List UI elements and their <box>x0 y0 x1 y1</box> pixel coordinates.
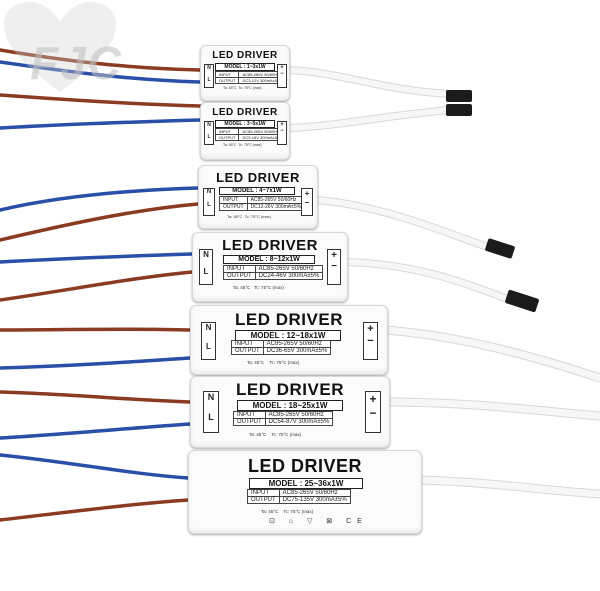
ta-value: Ta: 45°C <box>233 285 251 290</box>
input-label: INPUT <box>247 489 280 497</box>
driver-temps: Ta: 45°C Tc: 75°C (max) <box>247 360 299 365</box>
ta-value: Ta: 45°C <box>227 214 243 219</box>
output-label: OUTPUT <box>219 203 248 211</box>
ta-value: Ta: 45°C <box>223 143 237 147</box>
input-value: AC85-265V 50/60Hz <box>254 265 324 273</box>
driver-title: LED DRIVER <box>216 170 300 185</box>
connector-1 <box>446 90 472 102</box>
output-terminal: +− <box>277 121 287 145</box>
input-label: INPUT <box>231 340 264 348</box>
output-label: OUTPUT <box>214 77 240 84</box>
input-value: AC85-265V 50/60Hz <box>264 411 334 419</box>
input-wires <box>0 48 202 522</box>
input-label: INPUT <box>219 196 248 204</box>
connector-2 <box>446 104 472 116</box>
output-value: DC54-87V 300mA±5% <box>264 418 334 426</box>
output-label: OUTPUT <box>214 134 240 141</box>
input-value: AC85-265V 50/60Hz <box>262 340 332 348</box>
tc-value: Tc: 75°C (max) <box>283 509 314 514</box>
output-value: DC24-46V 300mA±5% <box>254 272 324 280</box>
driver-model: MODEL : 8~12x1W <box>223 255 315 264</box>
output-value: DC75-135V 300mA±5% <box>278 496 351 504</box>
driver-temps: Ta: 45°C Tc: 75°C (max) <box>249 432 301 437</box>
brand-watermark: FJC <box>0 0 140 110</box>
output-terminal: +− <box>327 249 341 285</box>
output-terminal: +− <box>277 64 287 88</box>
driver-temps: Ta: 45°C Tc: 75°C (max) <box>233 285 284 290</box>
driver-temps: Ta: 45°C Tc: 75°C (max) <box>223 86 262 90</box>
driver-temps: Ta: 45°C Tc: 75°C (max) <box>261 509 313 514</box>
ta-value: Ta: 45°C <box>223 86 237 90</box>
driver-temps: Ta: 45°C Tc: 75°C (max) <box>223 143 262 147</box>
driver-title: LED DRIVER <box>236 380 344 399</box>
certification-marks: ⊡ ⌂ ▽ ⊠ CE <box>269 518 368 525</box>
ta-value: Ta: 45°C <box>261 509 279 514</box>
driver-temps: Ta: 45°C Tc: 75°C (max) <box>227 214 271 219</box>
ta-value: Ta: 45°C <box>249 432 267 437</box>
tc-value: Tc: 75°C (max) <box>238 86 262 90</box>
input-label: INPUT <box>233 411 266 419</box>
driver-model: MODEL : 25~36x1W <box>249 478 363 489</box>
output-label: OUTPUT <box>233 418 266 426</box>
output-value: DC36-65V 300mA±5% <box>262 347 332 355</box>
tc-value: Tc: 75°C (max) <box>238 143 262 147</box>
driver-model: MODEL : 4~7x1W <box>219 187 295 195</box>
input-value: AC85-265V 50/60Hz <box>246 196 306 204</box>
output-terminal: +− <box>363 322 378 360</box>
driver-model: MODEL : 3~5x1W <box>215 120 275 128</box>
output-label: OUTPUT <box>231 347 264 355</box>
output-cables <box>284 66 600 499</box>
driver-title: LED DRIVER <box>222 237 318 254</box>
driver-title: LED DRIVER <box>247 456 362 476</box>
output-label: OUTPUT <box>247 496 280 504</box>
tc-value: Tc: 75°C (max) <box>254 285 284 290</box>
ta-value: Ta: 45°C <box>247 360 265 365</box>
input-label: INPUT <box>223 265 256 273</box>
driver-model: MODEL : 1~3x1W <box>215 63 275 71</box>
heart-icon <box>4 2 116 92</box>
output-value: DC12-26V 300mA±5% <box>246 203 306 211</box>
driver-title: LED DRIVER <box>235 310 343 329</box>
driver-model: MODEL : 18~25x1W <box>237 400 343 411</box>
brand-logo-text: FJC <box>30 37 123 89</box>
tc-value: Tc: 75°C (max) <box>271 432 302 437</box>
tc-value: Tc: 75°C (max) <box>244 214 272 219</box>
output-terminal: +− <box>301 188 313 216</box>
driver-title: LED DRIVER <box>212 107 278 118</box>
input-value: AC85-265V 50/60Hz <box>278 489 351 497</box>
driver-title: LED DRIVER <box>212 50 278 61</box>
output-terminal: +− <box>365 391 381 433</box>
output-label: OUTPUT <box>223 272 256 280</box>
tc-value: Tc: 75°C (max) <box>269 360 300 365</box>
